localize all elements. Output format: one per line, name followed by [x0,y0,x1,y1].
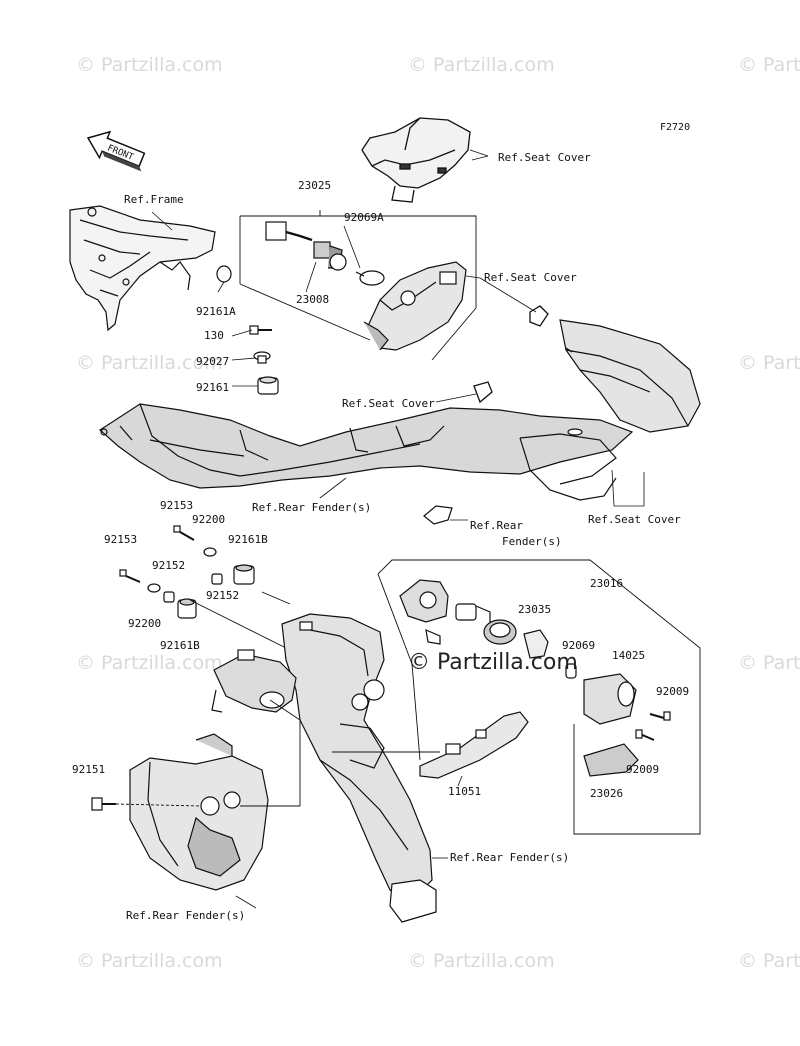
ref-seat-cover-2: Ref.Seat Cover [484,271,577,284]
part-92161B-b: 92161B [160,639,200,652]
part-92161A: 92161A [196,305,236,318]
watermark: © Partzilla.com [738,352,800,374]
bolt-92151 [91,797,116,811]
socket-23008 [265,221,347,271]
part-14025: 14025 [612,649,646,662]
rear-fender-lower [281,613,437,923]
part-92152-a: 92152 [152,559,186,572]
part-92152-b: 92152 [206,589,240,602]
collar-92152b [211,573,223,585]
lens-14025 [583,673,637,725]
part-130: 130 [204,329,224,342]
screw-92153a [173,525,195,541]
part-92009-b: 92009 [626,763,660,776]
ref-rear-fender-2b: Fender(s) [502,535,562,548]
rear-fender-guard [129,733,269,891]
watermark: © Partzilla.com [738,950,800,972]
gasket [473,381,493,404]
part-92151: 92151 [72,763,106,776]
seat-cover-side [559,319,701,433]
bulb-92069A [355,270,385,286]
part-92027: 92027 [196,355,230,368]
plate-light-socket [455,603,491,626]
part-92200-a: 92200 [192,513,226,526]
plate-light-base [399,579,449,645]
watermark: © Partzilla.com [408,54,555,76]
part-92161: 92161 [196,381,230,394]
part-92153-a: 92153 [160,499,194,512]
grommet-92161A [216,265,232,283]
watermark: © Partzilla.com [738,652,800,674]
plate-light-clip [523,629,549,659]
part-23026: 23026 [590,787,624,800]
screw-92009a [649,711,671,721]
screw-92009b [635,729,655,741]
part-23025: 23025 [298,179,332,192]
seat-cover-top [361,117,471,203]
ref-rear-fender-4: Ref.Rear Fender(s) [126,909,246,922]
part-92200-b: 92200 [128,617,162,630]
ref-seat-cover-4: Ref.Seat Cover [588,513,681,526]
bolt-130 [249,325,272,335]
part-92153-b: 92153 [104,533,138,546]
watermark: © Partzilla.com [408,950,555,972]
washer-92200a [203,547,217,557]
grommet-92161Ba [233,564,255,585]
rear-fender-upper [99,403,634,501]
ref-seat-cover-3: Ref.Seat Cover [342,397,435,410]
screw-92153b [119,569,141,583]
reflector-bracket [211,649,297,713]
watermark: © Partzilla.com [76,54,223,76]
ref-rear-fender-1: Ref.Rear Fender(s) [252,501,372,514]
collar-92027 [253,351,271,364]
watermark: © Partzilla.com [76,652,223,674]
part-11051: 11051 [448,785,482,798]
rear-fender-bracket [423,505,453,525]
tail-light-housing [363,261,467,351]
diagram-code: F2720 [660,122,691,133]
part-92069A: 92069A [344,211,384,224]
frame [69,205,216,332]
part-23035: 23035 [518,603,552,616]
grommet-92161 [257,376,279,395]
ref-rear-fender-2a: Ref.Rear [470,519,523,532]
ref-frame: Ref.Frame [124,193,184,206]
watermark: © Partzilla.com [76,352,223,374]
part-92069: 92069 [562,639,596,652]
collar-92152a [163,591,175,603]
ref-seat-cover-1: Ref.Seat Cover [498,151,591,164]
washer-92200b [147,583,161,593]
gasket [529,305,549,327]
watermark: © Partzilla.com [738,54,800,76]
ref-rear-fender-3: Ref.Rear Fender(s) [450,851,570,864]
part-92161B-a: 92161B [228,533,268,546]
bulb-92069 [565,663,577,679]
front-arrow-icon: FRONT [86,130,146,172]
part-92009-a: 92009 [656,685,690,698]
watermark-center: © Partzilla.com [408,650,578,675]
cover-23026 [583,743,639,777]
part-23016: 23016 [590,577,624,590]
license-bracket-11051 [419,711,529,779]
part-23008: 23008 [296,293,330,306]
watermark: © Partzilla.com [76,950,223,972]
grommet-92161Bb [177,598,197,619]
plate-light-lens-23035 [483,619,517,645]
